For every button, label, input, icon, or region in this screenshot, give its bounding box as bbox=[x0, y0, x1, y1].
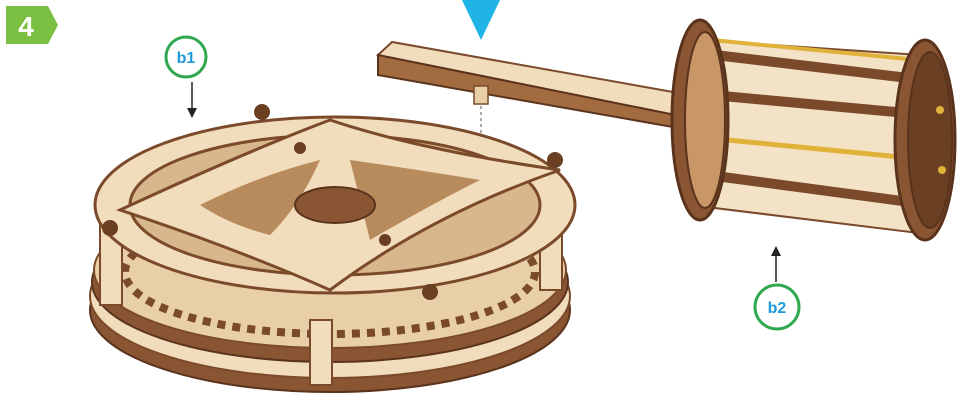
gear-rivet bbox=[379, 234, 391, 246]
gear-rivet bbox=[422, 284, 438, 300]
gear-rivet bbox=[294, 142, 306, 154]
gear-rivet bbox=[254, 104, 270, 120]
drum-b2 bbox=[672, 20, 955, 240]
gear-rivet bbox=[102, 220, 118, 236]
callout-b2: b2 bbox=[755, 246, 799, 329]
drum-brass-cap bbox=[936, 106, 944, 114]
callout-b1: b1 bbox=[166, 37, 206, 118]
drum-end-right-face bbox=[908, 52, 952, 228]
insert-arrow bbox=[462, 0, 500, 40]
callout-b1-arrowhead bbox=[187, 108, 197, 118]
rod-b2 bbox=[378, 42, 690, 130]
step-badge: 4 bbox=[6, 6, 58, 44]
gear-center-hub bbox=[295, 187, 375, 223]
gear-rivet bbox=[547, 152, 563, 168]
callout-b2-label: b2 bbox=[768, 300, 787, 317]
callout-b2-arrowhead bbox=[771, 246, 781, 256]
callout-b1-label: b1 bbox=[177, 50, 196, 67]
arrow-down-icon bbox=[462, 0, 500, 40]
drum-end-left-face bbox=[685, 32, 725, 208]
drum-brass-cap bbox=[938, 166, 946, 174]
gear-pillar-front bbox=[310, 320, 332, 385]
step-number: 4 bbox=[18, 11, 34, 42]
gear-assembly-b1 bbox=[90, 104, 575, 392]
rod-peg bbox=[474, 86, 488, 104]
